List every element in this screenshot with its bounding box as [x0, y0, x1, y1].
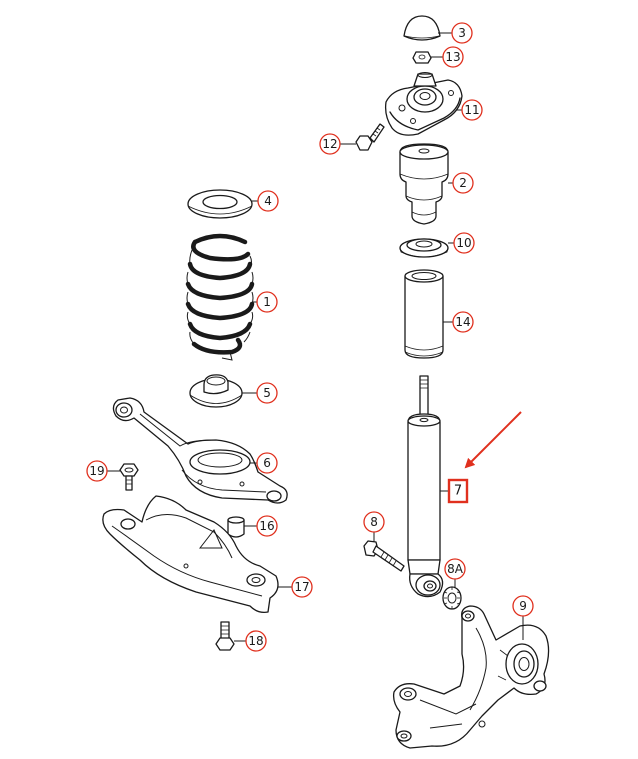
callout-14[interactable]: 14	[452, 311, 474, 333]
callout-1[interactable]: 1	[256, 291, 278, 313]
callout-14-label: 14	[455, 315, 470, 329]
leader-lines	[107, 32, 524, 642]
part-7-shock-absorber	[408, 376, 443, 597]
callout-4[interactable]: 4	[257, 190, 279, 212]
callout-3-label: 3	[458, 26, 466, 40]
callout-19[interactable]: 19	[86, 460, 108, 482]
callout-8-label: 8	[370, 515, 378, 529]
callout-8a-label: 8A	[447, 562, 464, 576]
part-19-screw	[120, 464, 138, 490]
part-14-protective-sleeve	[405, 270, 443, 358]
callout-16[interactable]: 16	[256, 515, 278, 537]
callout-13-label: 13	[445, 50, 460, 64]
callout-18-label: 18	[248, 634, 263, 648]
part-8-bolt	[364, 541, 404, 571]
callout-19-label: 19	[89, 464, 104, 478]
callout-2-label: 2	[459, 176, 467, 190]
part-13-nut	[413, 52, 431, 63]
callout-11-label: 11	[464, 103, 479, 117]
part-18-bolt	[216, 622, 234, 650]
callout-12[interactable]: 12	[319, 133, 341, 155]
callout-6-label: 6	[263, 456, 271, 470]
part-4-upper-spring-pad	[188, 190, 252, 218]
part-17-subframe	[103, 496, 278, 612]
callout-17[interactable]: 17	[291, 576, 313, 598]
callout-5[interactable]: 5	[256, 382, 278, 404]
callout-7-label: 7	[454, 484, 462, 499]
part-5-lower-spring-seat	[190, 375, 242, 407]
callout-5-label: 5	[263, 386, 271, 400]
callout-3[interactable]: 3	[451, 22, 473, 44]
part-6-transverse-link	[113, 398, 287, 503]
part-10-spring-seat	[400, 239, 448, 257]
callout-11[interactable]: 11	[461, 99, 483, 121]
callout-8a[interactable]: 8A	[444, 558, 466, 580]
callout-16-label: 16	[259, 519, 274, 533]
callout-8[interactable]: 8	[363, 511, 385, 533]
callout-18[interactable]: 18	[245, 630, 267, 652]
part-2-bump-stop	[400, 144, 448, 224]
part-11-top-mount	[386, 73, 462, 136]
callout-1-label: 1	[263, 295, 271, 309]
callout-12-label: 12	[322, 137, 337, 151]
callout-10[interactable]: 10	[453, 232, 475, 254]
part-3-cap	[404, 16, 440, 40]
callout-6[interactable]: 6	[256, 452, 278, 474]
part-9-wheel-bearing-housing	[394, 606, 549, 748]
callout-9[interactable]: 9	[512, 595, 534, 617]
part-8a-washer	[443, 587, 461, 609]
callout-4-label: 4	[264, 194, 272, 208]
callout-9-label: 9	[519, 599, 527, 613]
callout-10-label: 10	[456, 236, 471, 250]
callout-17-label: 17	[294, 580, 309, 594]
highlight-arrow	[464, 411, 522, 469]
callout-13[interactable]: 13	[442, 46, 464, 68]
part-1-coil-spring	[187, 236, 253, 360]
callout-2[interactable]: 2	[452, 172, 474, 194]
part-12-bolt	[356, 124, 384, 150]
callout-7-highlighted[interactable]: 7	[447, 478, 469, 504]
part-16-bushing	[228, 517, 244, 537]
